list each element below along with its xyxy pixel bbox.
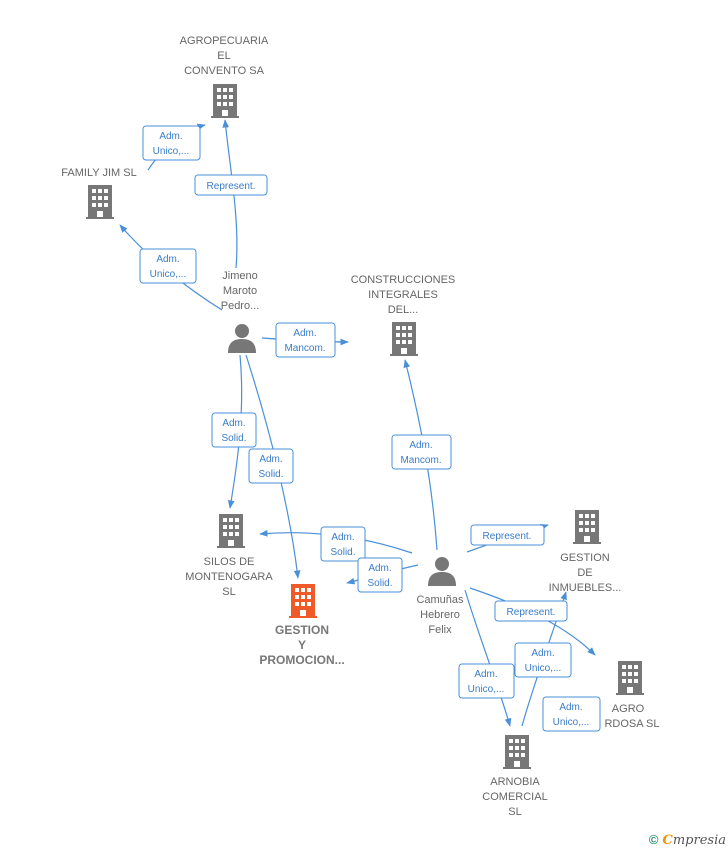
edge-label-e5[interactable]: Adm. Solid. xyxy=(211,412,257,448)
edge-label-text: Adm. xyxy=(409,440,432,451)
node-gestion-inmuebles[interactable]: GESTION DE INMUEBLES... xyxy=(549,510,622,594)
edge-label-e2[interactable]: Represent. xyxy=(194,174,268,196)
building-icon xyxy=(289,584,317,618)
edge-label-text: Unico,... xyxy=(553,717,590,728)
edge-label-text: Unico,... xyxy=(153,146,190,157)
node-label-line: INTEGRALES xyxy=(368,289,438,301)
edge-label-e7[interactable]: Adm. Mancom. xyxy=(391,434,452,470)
edge-label-text: Adm. xyxy=(293,328,316,339)
node-label-line: MONTENOGARA xyxy=(185,571,273,583)
node-label-line: AGROPECUARIA xyxy=(180,35,269,47)
node-label-line: FAMILY JIM SL xyxy=(61,167,136,179)
node-label-line: Felix xyxy=(428,624,452,636)
edge-label-e4[interactable]: Adm. Mancom. xyxy=(275,322,336,358)
node-label-line: SL xyxy=(508,806,521,818)
edge-label-text: Adm. xyxy=(159,131,182,142)
edge-label-e9[interactable]: Adm. Solid. xyxy=(357,557,403,593)
edge-label-text: Adm. xyxy=(259,454,282,465)
node-label-line: EL xyxy=(217,50,230,62)
edge-label-text: Adm. xyxy=(559,702,582,713)
edge-label-text: Adm. xyxy=(331,532,354,543)
edge-label-text: Represent. xyxy=(207,181,256,192)
building-icon xyxy=(573,510,601,544)
edge-label-text: Solid. xyxy=(367,578,392,589)
edge-label-text: Solid. xyxy=(330,547,355,558)
edge-label-text: Unico,... xyxy=(525,663,562,674)
edge-label-text: Adm. xyxy=(474,669,497,680)
edge-label-text: Represent. xyxy=(483,531,532,542)
node-label-line: RDOSA SL xyxy=(604,718,659,730)
node-label-line: Maroto xyxy=(223,285,257,297)
edge-label-text: Unico,... xyxy=(468,684,505,695)
brand-rest: mpresia xyxy=(672,833,726,848)
edge-label-e12[interactable]: Adm. Unico,... xyxy=(458,663,515,699)
node-label-line: SL xyxy=(222,586,235,598)
edge-label-text: Adm. xyxy=(531,648,554,659)
node-camunas[interactable]: Camuñas Hebrero Felix xyxy=(416,557,464,636)
edge-label-text: Solid. xyxy=(258,469,283,480)
edge-label-text: Adm. xyxy=(156,254,179,265)
empresia-footer[interactable]: ©Cmpresia xyxy=(649,832,726,848)
copyright-icon: © xyxy=(648,832,659,847)
brand-logo: Cmpresia xyxy=(663,833,727,848)
node-silos[interactable]: SILOS DE MONTENOGARA SL xyxy=(185,514,273,598)
node-label-line: DEL... xyxy=(388,304,419,316)
building-icon xyxy=(503,735,531,769)
node-label-line: PROMOCION... xyxy=(259,653,344,667)
node-label-line: SILOS DE xyxy=(204,556,255,568)
node-label-line: Y xyxy=(298,638,306,652)
node-label-line: COMERCIAL xyxy=(482,791,547,803)
edge-label-text: Mancom. xyxy=(284,343,325,354)
edge-label-text: Mancom. xyxy=(400,455,441,466)
node-jimeno[interactable]: Jimeno Maroto Pedro... xyxy=(221,270,260,353)
node-label-line: Pedro... xyxy=(221,300,260,312)
node-agro-rdosa[interactable]: AGRO RDOSA SL xyxy=(604,661,660,730)
edge-labels: Adm. Unico,... Represent. Adm. Unico,...… xyxy=(139,125,601,732)
node-agropecuaria[interactable]: AGROPECUARIA EL CONVENTO SA xyxy=(180,35,269,118)
node-construcciones[interactable]: CONSTRUCCIONES INTEGRALES DEL... xyxy=(351,274,456,356)
edge-label-e8[interactable]: Adm. Solid. xyxy=(320,526,366,562)
building-icon xyxy=(211,84,239,118)
edge-label-e3[interactable]: Adm. Unico,... xyxy=(139,248,197,284)
edge-label-e1[interactable]: Adm. Unico,... xyxy=(142,125,201,161)
node-gestion-promocion[interactable]: GESTION Y PROMOCION... xyxy=(259,584,345,667)
node-label-line: DE xyxy=(577,567,592,579)
node-arnobia[interactable]: ARNOBIA COMERCIAL SL xyxy=(482,735,548,818)
building-icon xyxy=(217,514,245,548)
edge-label-text: Unico,... xyxy=(150,269,187,280)
node-label-line: Camuñas xyxy=(416,594,464,606)
node-label-line: Jimeno xyxy=(222,270,257,282)
person-icon xyxy=(228,324,256,353)
node-label-line: ARNOBIA xyxy=(490,776,540,788)
brand-initial: C xyxy=(662,833,673,848)
node-label-line: AGRO xyxy=(612,703,645,715)
edge-label-e6[interactable]: Adm. Solid. xyxy=(248,448,294,484)
node-family-jim[interactable]: FAMILY JIM SL xyxy=(61,167,137,219)
edge-line-e12 xyxy=(464,589,512,727)
node-label-line: GESTION xyxy=(275,623,329,637)
node-label-line: INMUEBLES... xyxy=(549,582,622,594)
node-label-line: GESTION xyxy=(560,552,610,564)
nodes: AGROPECUARIA EL CONVENTO SA FAMILY JIM S… xyxy=(61,35,659,818)
edge-label-e13[interactable]: Adm. Unico,... xyxy=(514,642,572,678)
person-icon xyxy=(428,557,456,586)
node-label-line: CONSTRUCCIONES xyxy=(351,274,456,286)
building-icon xyxy=(86,185,114,219)
edges xyxy=(119,119,596,727)
node-label-line: CONVENTO SA xyxy=(184,65,265,77)
building-icon xyxy=(390,322,418,356)
edge-label-text: Adm. xyxy=(222,418,245,429)
edge-label-text: Solid. xyxy=(221,433,246,444)
edge-label-e11[interactable]: Represent. xyxy=(494,600,568,622)
edge-label-text: Represent. xyxy=(507,607,556,618)
edge-label-e14[interactable]: Adm. Unico,... xyxy=(542,696,601,732)
edge-label-e10[interactable]: Represent. xyxy=(470,524,545,546)
edge-label-text: Adm. xyxy=(368,563,391,574)
building-icon xyxy=(616,661,644,695)
node-label-line: Hebrero xyxy=(420,609,460,621)
